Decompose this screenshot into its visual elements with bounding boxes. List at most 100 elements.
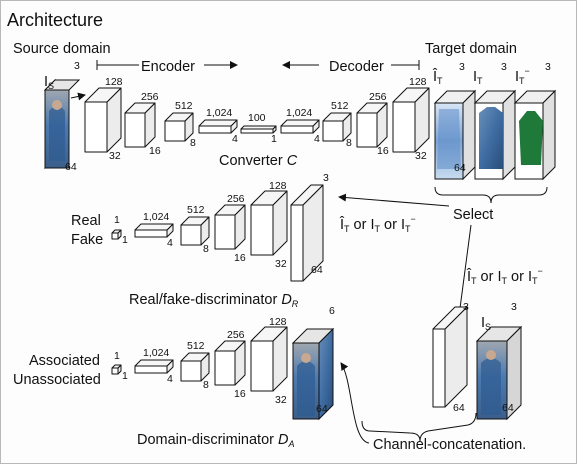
dd-block-256 [214, 340, 246, 386]
rf-block-128 [250, 190, 288, 256]
dd-128-label: 128 [269, 316, 287, 328]
dec-32-label: 32 [415, 150, 427, 162]
source-image-label: IS [44, 74, 54, 91]
rf-output-cube [111, 229, 122, 240]
rf-256-label: 256 [227, 193, 245, 205]
rf-128-label: 128 [269, 180, 287, 192]
dd-32-label: 32 [275, 394, 287, 406]
enc-block-512 [164, 112, 194, 142]
dec-4-label: 4 [314, 133, 320, 145]
enc-block-100 [240, 125, 277, 134]
rf-512-label: 512 [187, 204, 205, 216]
enc-1024-label: 1,024 [206, 107, 232, 119]
dec-256-label: 256 [369, 91, 387, 103]
enc-8-label: 8 [190, 137, 196, 149]
dec-128-label: 128 [409, 76, 427, 88]
rf-block-1024 [134, 223, 174, 238]
dd-out-1b: 1 [122, 370, 128, 382]
dd-block-512 [180, 352, 210, 382]
dec-block-256 [356, 102, 388, 148]
target-neg-image [513, 89, 557, 181]
choice-a-label: ÎT or IT or IT− [339, 214, 416, 234]
concat-source-image [475, 325, 523, 421]
latent-100-label: 100 [248, 112, 266, 124]
real-label: Real [71, 213, 101, 229]
dd-input-stack [291, 327, 335, 421]
dec-block-128 [392, 87, 430, 153]
dec-block-512 [322, 112, 352, 142]
decoder-label: Decoder [329, 59, 384, 75]
select-label: Select [453, 207, 493, 223]
enc-4-label: 4 [232, 133, 238, 145]
target-neg-label: IT− [515, 66, 530, 86]
target-hat-label: ÎT [432, 68, 443, 86]
encoder-label: Encoder [141, 59, 195, 75]
dd-output-cube [111, 364, 122, 375]
rf-disc-label: Real/fake-discriminator DR [129, 292, 299, 309]
enc-block-1024 [198, 119, 238, 134]
latent-1-label: 1 [271, 133, 277, 145]
rf-32-label: 32 [275, 258, 287, 270]
dec-512-label: 512 [331, 100, 349, 112]
rf-depth-label: 3 [323, 172, 329, 184]
source-domain-label: Source domain [13, 41, 111, 57]
concat-selected-plane [432, 306, 468, 408]
dec-16-label: 16 [377, 145, 389, 157]
dd-out-1a: 1 [114, 350, 120, 362]
rf-1024-label: 1,024 [143, 211, 169, 223]
rf-input-plane [290, 184, 324, 282]
rf-out-1a: 1 [114, 214, 120, 226]
choice-b-label: ÎT or IT or IT− [466, 266, 543, 286]
associated-label: Associated [29, 353, 100, 369]
dd-depth-label: 6 [329, 305, 335, 317]
target-image [473, 89, 517, 181]
dd-4-label: 4 [167, 373, 173, 385]
target-neg-depth-label: 3 [545, 61, 551, 73]
concat-a-depth-label: 3 [463, 301, 469, 313]
concat-b-depth-label: 3 [511, 301, 517, 313]
channel-concat-label: Channel-concatenation. [373, 437, 526, 453]
rf-size-label: 64 [311, 264, 323, 276]
source-size-label: 64 [65, 161, 77, 173]
figure-title: Architecture [7, 10, 103, 30]
dd-block-1024 [134, 359, 174, 374]
domain-disc-label: Domain-discriminator DA [137, 432, 295, 449]
concat-b-size-label: 64 [502, 402, 514, 414]
dd-16-label: 16 [234, 388, 246, 400]
enc-512-label: 512 [175, 100, 193, 112]
rf-block-512 [180, 216, 210, 246]
rf-16-label: 16 [234, 252, 246, 264]
dd-8-label: 8 [203, 379, 209, 391]
fake-label: Fake [71, 232, 103, 248]
source-to-encoder-arrow [70, 92, 86, 101]
target-depth-label: 3 [501, 61, 507, 73]
source-image-stack [43, 78, 81, 170]
dd-1024-label: 1,024 [143, 347, 169, 359]
dd-256-label: 256 [227, 329, 245, 341]
dec-block-1024 [280, 119, 320, 134]
rf-4-label: 4 [167, 237, 173, 249]
enc-256-label: 256 [141, 91, 159, 103]
concat-source-label: IS [481, 315, 491, 332]
select-brace [434, 186, 548, 204]
concat-brace [361, 412, 477, 442]
enc-block-128 [84, 87, 122, 153]
concat-a-size-label: 64 [453, 402, 465, 414]
enc-32-label: 32 [109, 150, 121, 162]
rf-out-1b: 1 [122, 234, 128, 246]
target-hat-image [433, 89, 477, 181]
converter-label: Converter C [219, 153, 298, 169]
dd-block-128 [250, 326, 288, 392]
target-domain-label: Target domain [425, 41, 517, 57]
enc-16-label: 16 [149, 145, 161, 157]
target-hat-size-label: 64 [454, 162, 466, 174]
target-label: IT [473, 69, 483, 86]
concat-to-dd-arrow [340, 362, 370, 444]
rf-block-256 [214, 204, 246, 250]
target-hat-depth-label: 3 [459, 61, 465, 73]
dd-512-label: 512 [187, 340, 205, 352]
dd-size-label: 64 [316, 403, 328, 415]
enc-128-label: 128 [105, 76, 123, 88]
